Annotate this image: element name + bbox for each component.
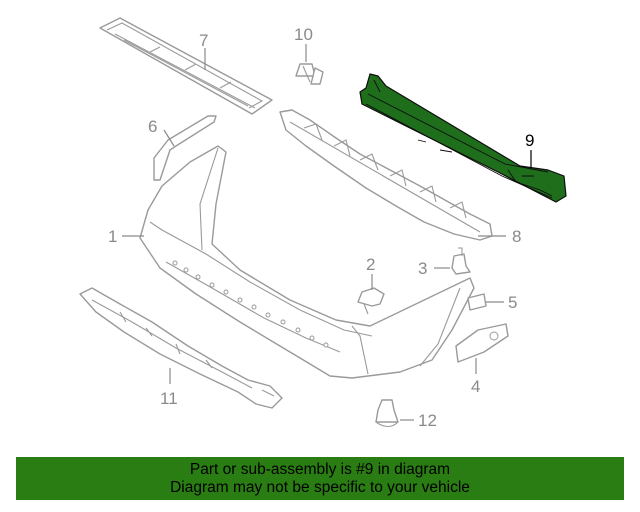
leader-6 bbox=[163, 129, 175, 147]
banner-line-2: Diagram may not be specific to your vehi… bbox=[170, 478, 470, 496]
callout-9: 9 bbox=[525, 131, 534, 150]
callout-6: 6 bbox=[148, 117, 157, 136]
part-11-lower-bracket[interactable] bbox=[79, 287, 283, 409]
part-7-step-pad[interactable] bbox=[99, 17, 273, 115]
part-2-clip[interactable] bbox=[357, 287, 385, 315]
callout-3: 3 bbox=[418, 259, 427, 278]
parts-diagram: 7 10 6 1 8 2 3 5 4 11 12 9 bbox=[79, 17, 567, 430]
part-1-bumper-cover[interactable] bbox=[139, 145, 475, 379]
info-banner: Part or sub-assembly is #9 in diagram Di… bbox=[16, 457, 624, 500]
part-6-bracket[interactable] bbox=[153, 115, 217, 181]
part-5-pad[interactable] bbox=[467, 293, 487, 311]
callout-11: 11 bbox=[160, 389, 178, 408]
callout-12: 12 bbox=[418, 411, 437, 430]
banner-line-1: Part or sub-assembly is #9 in diagram bbox=[189, 460, 451, 478]
callout-10: 10 bbox=[294, 25, 313, 44]
callout-4: 4 bbox=[471, 377, 480, 396]
part-10-push-clip[interactable] bbox=[295, 63, 324, 85]
callout-5: 5 bbox=[508, 293, 517, 312]
part-3-pin[interactable] bbox=[451, 247, 471, 275]
part-4-reflector[interactable] bbox=[455, 323, 509, 363]
callout-2: 2 bbox=[366, 255, 375, 274]
part-8-absorber[interactable] bbox=[279, 109, 493, 241]
part-12-push-nut[interactable] bbox=[375, 399, 399, 428]
callout-1: 1 bbox=[108, 227, 117, 246]
part-9-impact-bar[interactable] bbox=[359, 73, 567, 203]
callout-8: 8 bbox=[512, 227, 521, 246]
callout-7: 7 bbox=[199, 31, 208, 50]
